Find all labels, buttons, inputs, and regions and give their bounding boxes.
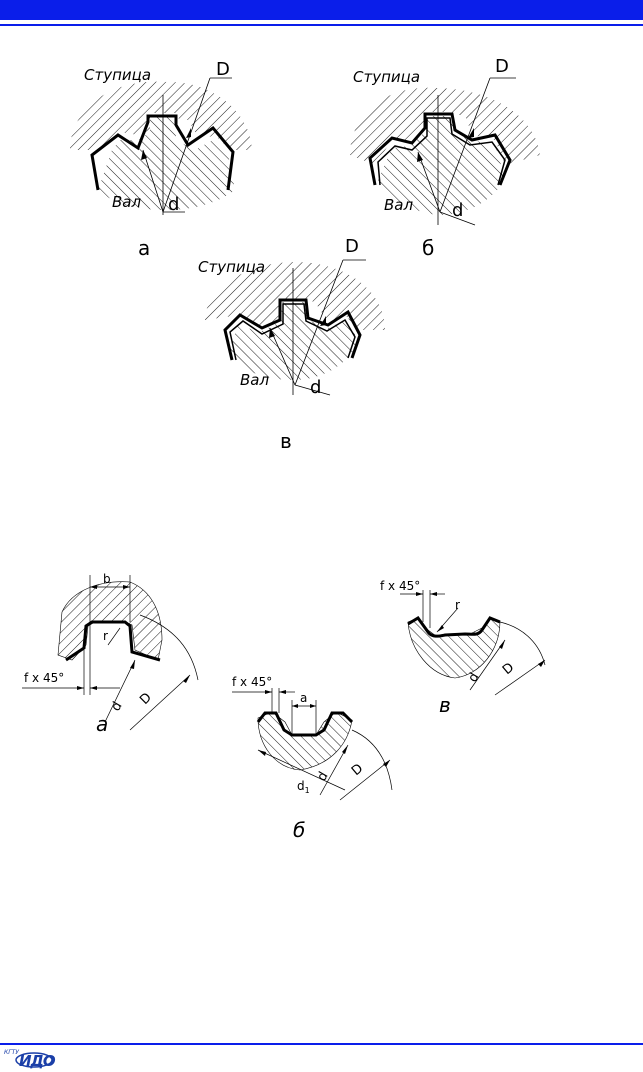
hub-label-a: Ступица — [84, 66, 151, 84]
logo-main-text: ИДО — [19, 1052, 56, 1070]
outer-diameter-label-a2: D — [137, 690, 155, 708]
shaft-label-a: Вал — [112, 193, 141, 211]
tooth-a-profile — [65, 620, 161, 662]
outer-diameter-label-v: D — [345, 236, 359, 257]
width-label-a: a — [300, 691, 307, 705]
outer-diameter-label-b2: D — [349, 761, 366, 779]
inner-diameter-label-b2: d — [314, 769, 331, 784]
d1-label: d1 — [297, 779, 310, 795]
hub-v-section — [205, 262, 385, 330]
profile-b-detail: f x 45° a d1 d D б — [232, 675, 393, 842]
outer-diameter-label-a: D — [216, 59, 230, 80]
joint-v-view: Ступица Вал D d в — [198, 236, 385, 453]
bottom-rule — [0, 1043, 643, 1045]
joint-a-view: Ступица Вал D d а — [70, 59, 252, 260]
inner-diameter-label-b: d — [452, 200, 463, 221]
outer-diameter-label-b: D — [495, 56, 509, 77]
shaft-label-v: Вал — [240, 371, 269, 389]
caption-a-bottom: а — [96, 712, 108, 736]
hub-label-v: Ступица — [198, 258, 265, 276]
shaft-a-section — [98, 116, 235, 210]
caption-v-bottom: в — [439, 693, 451, 717]
tooth-v-profile — [407, 616, 501, 638]
publisher-logo — [15, 1052, 53, 1068]
chamfer-label-b: f x 45° — [232, 675, 272, 689]
chamfer-label-a: f x 45° — [24, 671, 64, 685]
shaft-b-detail-section — [257, 711, 353, 771]
radius-label-v: r — [455, 598, 460, 612]
width-label-b: b — [103, 572, 111, 586]
profile-v-detail: f x 45° r d D в — [380, 579, 546, 717]
spline-profile-b — [368, 112, 512, 186]
shaft-label-b: Вал — [384, 196, 413, 214]
tooth-b-profile — [256, 711, 354, 737]
caption-v-top: в — [280, 429, 292, 453]
caption-b-bottom: б — [293, 818, 305, 842]
radius-label-a: r — [103, 629, 108, 643]
outer-diameter-label-v2: D — [500, 660, 517, 678]
caption-b-top: б — [422, 236, 434, 260]
top-header-band — [0, 0, 643, 20]
hub-b-section — [350, 87, 540, 165]
inner-diameter-label-a: d — [168, 194, 179, 215]
inner-diameter-label-v: d — [310, 377, 321, 398]
hub-label-b: Ступица — [353, 68, 420, 86]
caption-a-top: а — [138, 236, 150, 260]
chamfer-label-v: f x 45° — [380, 579, 420, 593]
logo-small-text: КГТУ — [4, 1049, 19, 1056]
inner-diameter-label-a2: d — [108, 699, 125, 714]
profile-a-detail: b r f x 45° d D а — [22, 572, 199, 736]
spline-profile-a — [90, 114, 235, 191]
shaft-v-detail-section — [407, 617, 501, 679]
joint-b-view: Ступица Вал D d б — [350, 56, 540, 260]
inner-diameter-label-v2: d — [465, 670, 482, 685]
top-rule — [0, 24, 643, 26]
